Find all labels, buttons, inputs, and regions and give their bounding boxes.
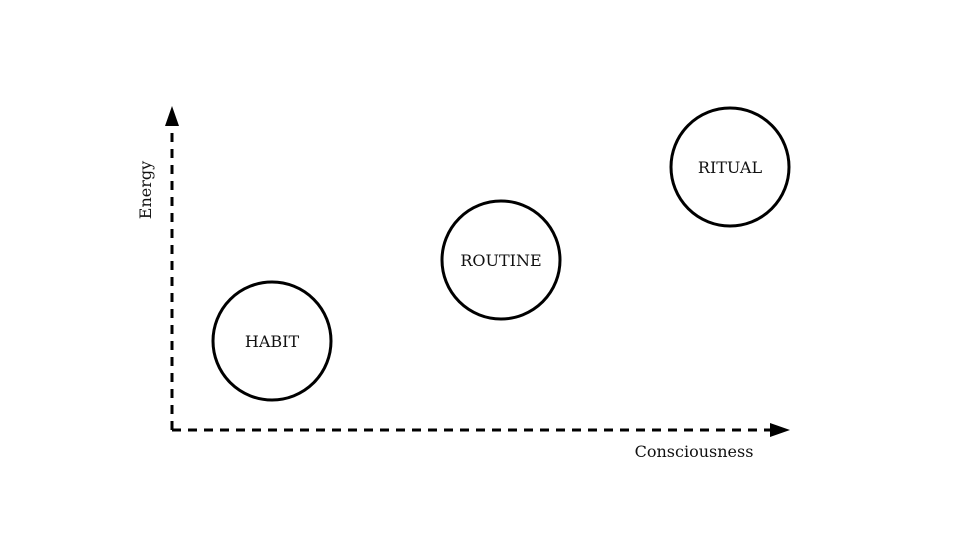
node-routine: ROUTINE [440,199,562,321]
node-ritual-label: RITUAL [698,158,763,177]
node-habit-label: HABIT [245,332,300,351]
y-axis-label: Energy [136,161,155,219]
node-ritual-circle [669,106,791,228]
x-axis-label: Consciousness [635,442,754,461]
node-habit: HABIT [211,280,333,402]
node-routine-circle [440,199,562,321]
x-axis-arrowhead [770,423,790,437]
node-ritual: RITUAL [669,106,791,228]
node-routine-label: ROUTINE [460,251,541,270]
y-axis-arrowhead [165,106,179,126]
node-habit-circle [211,280,333,402]
x-axis: Consciousness [172,423,790,461]
y-axis: Energy [136,106,179,430]
